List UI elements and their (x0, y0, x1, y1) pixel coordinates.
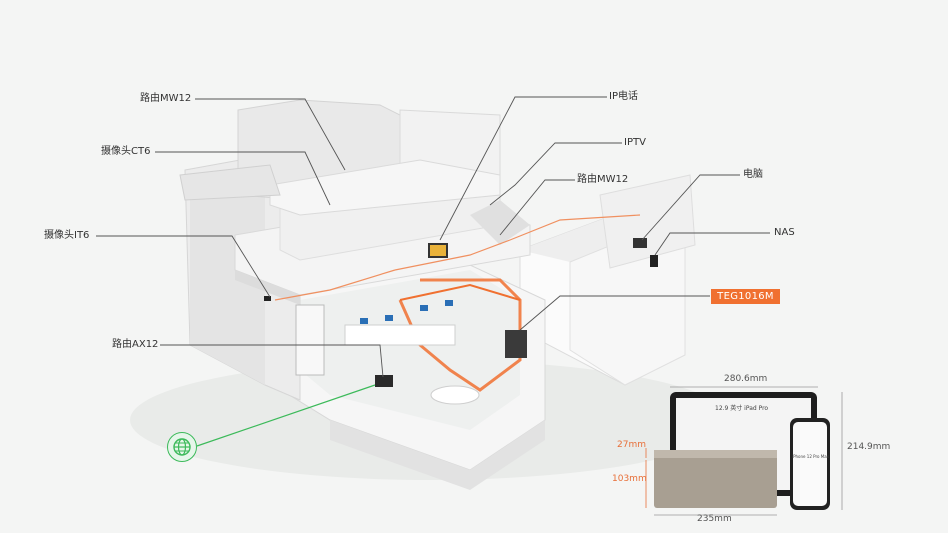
switch-model-badge: TEG1016M (711, 289, 780, 304)
iphone-label: iPhone 12 Pro Max (792, 454, 830, 459)
label-nas: NAS (774, 227, 795, 238)
label-router-ax12: 路由AX12 (112, 339, 159, 350)
dim-depth: 27mm (617, 440, 646, 450)
label-camera-ct6: 摄像头CT6 (101, 146, 151, 157)
label-iptv: IPTV (624, 137, 646, 148)
label-router-mw12-top: 路由MW12 (140, 93, 192, 104)
label-computer: 电脑 (743, 169, 763, 180)
label-camera-it6: 摄像头IT6 (44, 230, 90, 241)
dim-width-bottom: 235mm (697, 514, 732, 524)
dim-height-left: 103mm (612, 474, 647, 484)
globe-icon (167, 432, 197, 462)
label-ip-phone: IP电话 (609, 91, 638, 102)
ipad-label: 12.9 英寸 iPad Pro (715, 405, 769, 412)
dim-height-right: 214.9mm (847, 442, 891, 452)
device-size-comparison (645, 386, 843, 516)
dim-width-top: 280.6mm (724, 374, 768, 384)
label-router-mw12-mid: 路由MW12 (577, 174, 629, 185)
